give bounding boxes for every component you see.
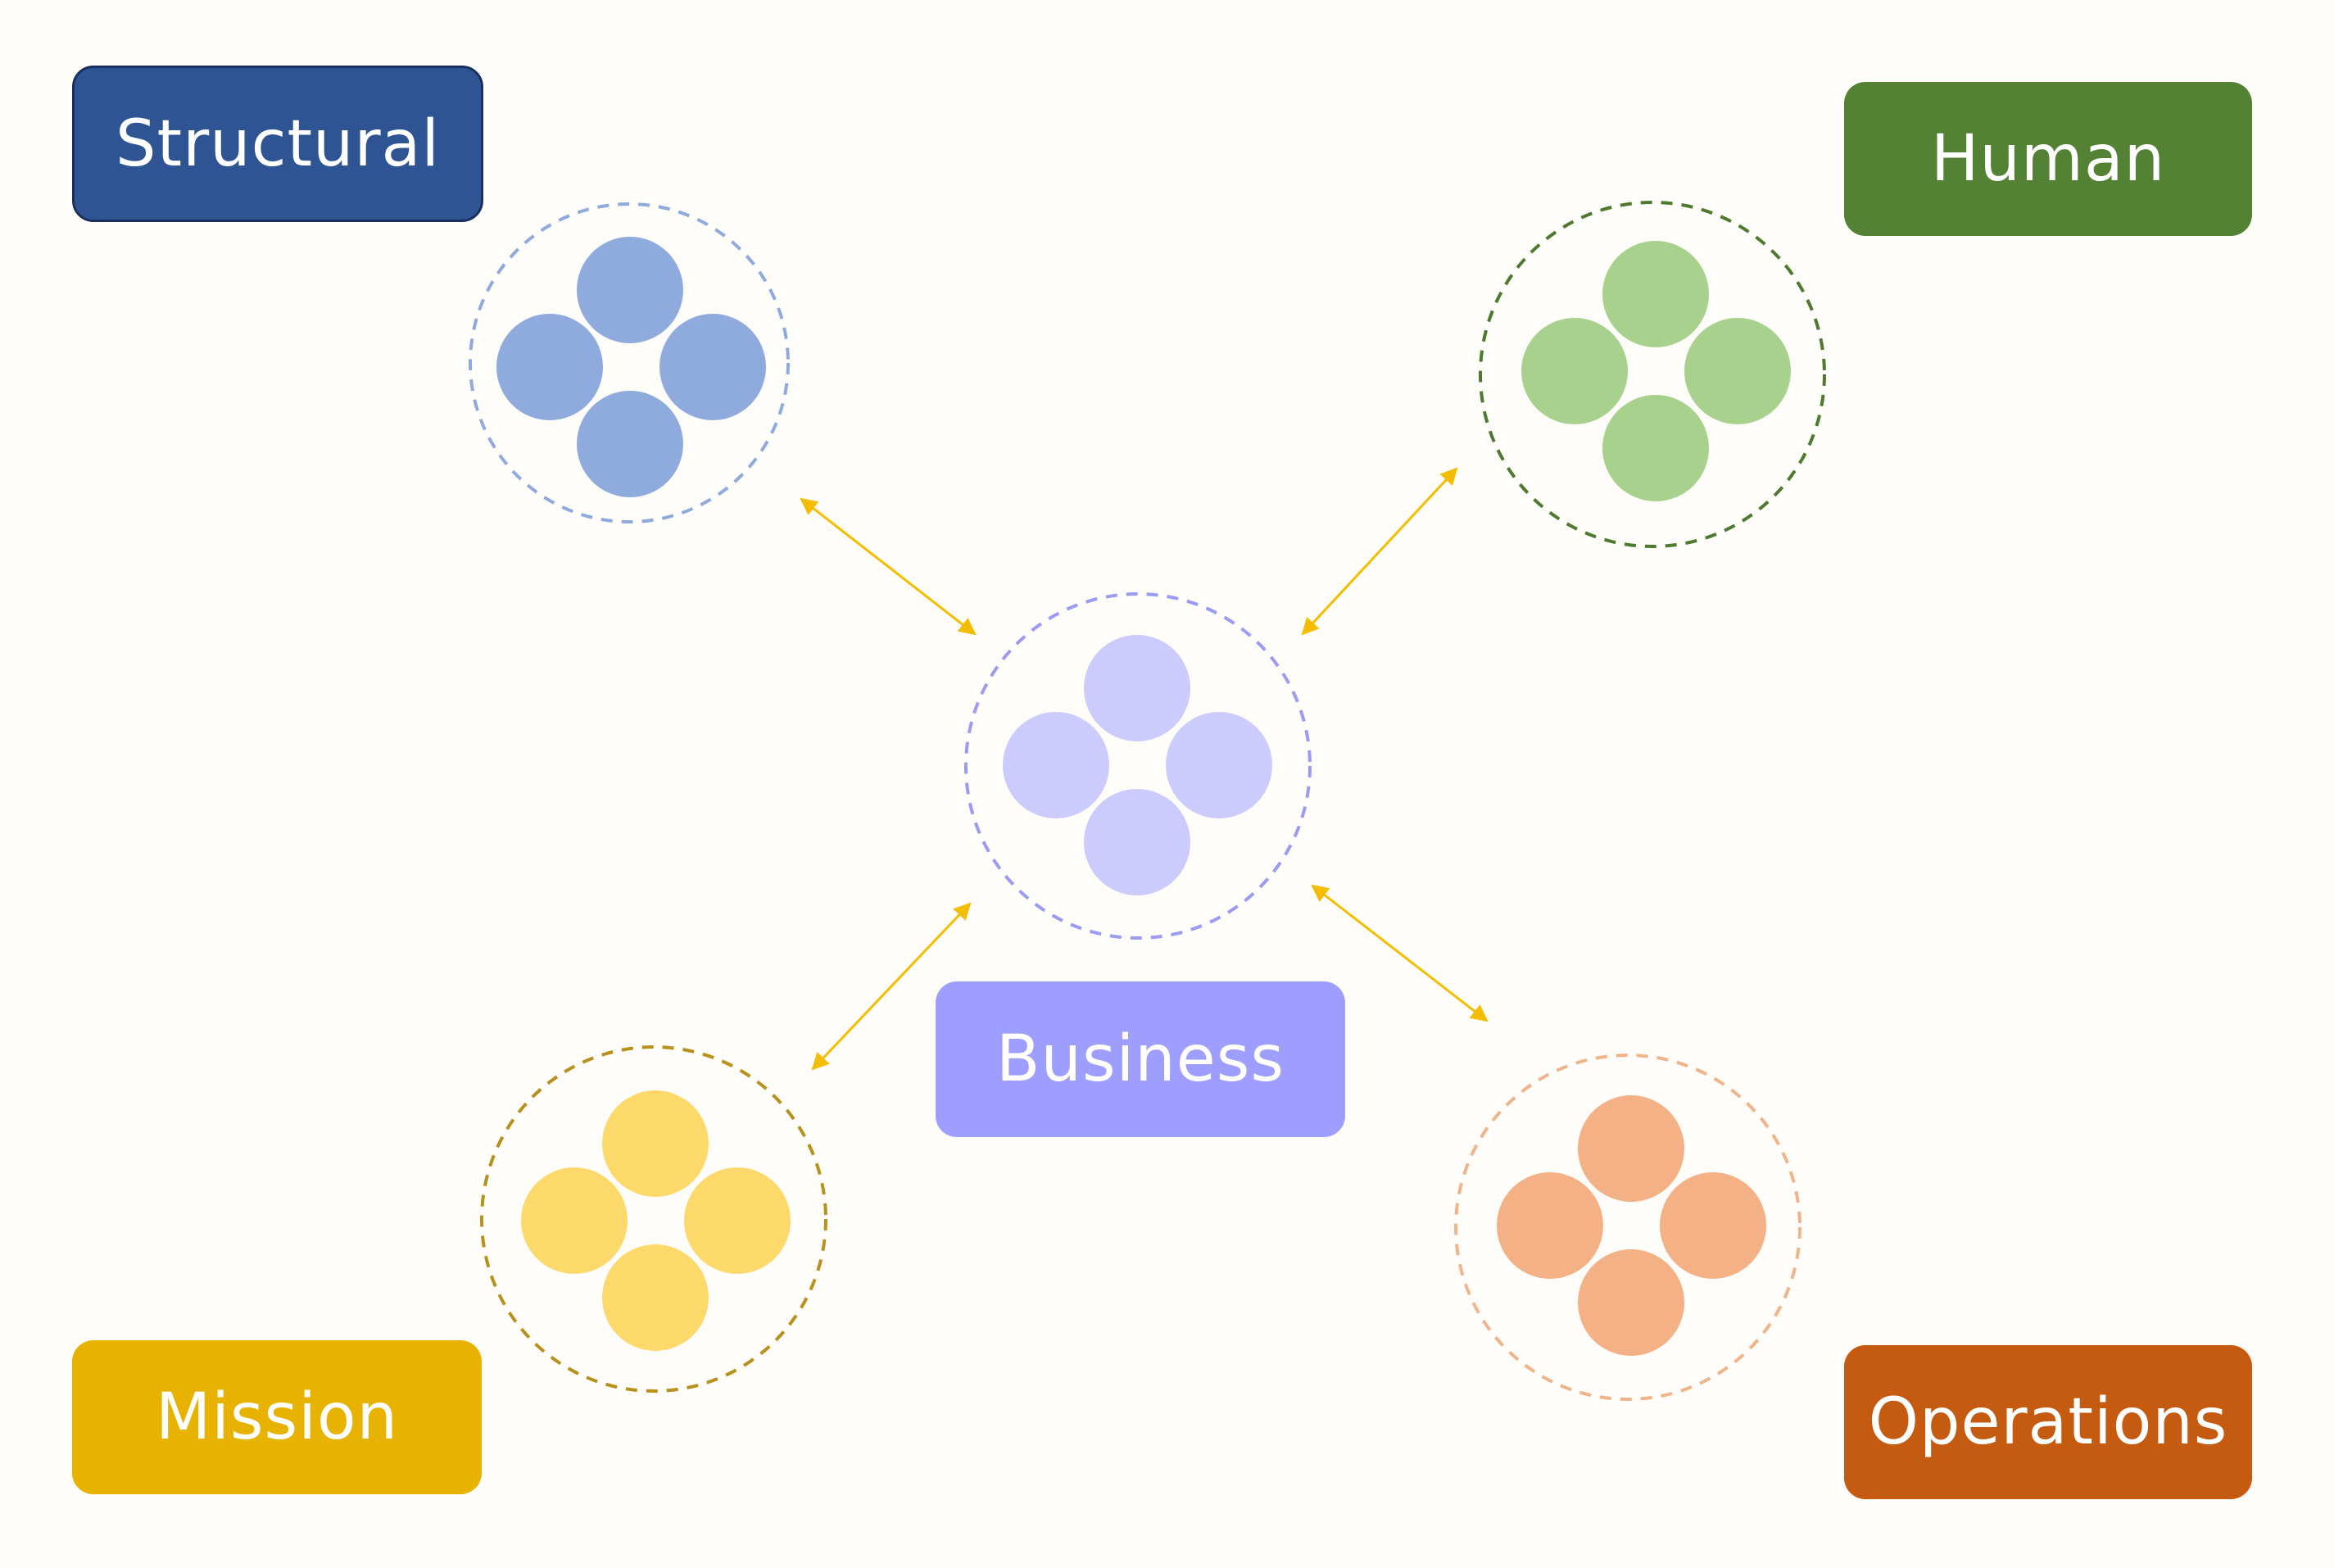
dot-bottom bbox=[1602, 395, 1709, 501]
label-business: Business bbox=[996, 1022, 1285, 1096]
connections bbox=[800, 467, 1489, 1071]
cluster-human bbox=[1479, 201, 1826, 548]
dot-right bbox=[1660, 1172, 1766, 1279]
dot-top bbox=[1602, 241, 1709, 347]
dot-left bbox=[1003, 712, 1109, 818]
dot-right bbox=[1166, 712, 1272, 818]
connector-mission-business bbox=[811, 902, 972, 1071]
dot-top bbox=[1578, 1095, 1684, 1202]
label-box-business: Business bbox=[936, 981, 1345, 1137]
dot-top bbox=[602, 1090, 709, 1197]
label-box-structural: Structural bbox=[72, 66, 483, 222]
dot-right bbox=[1684, 318, 1791, 424]
connector-structural-business bbox=[800, 497, 977, 636]
dot-left bbox=[1497, 1172, 1603, 1279]
cluster-ring-mission bbox=[480, 1045, 827, 1393]
dot-left bbox=[496, 314, 603, 420]
label-box-human: Human bbox=[1844, 82, 2252, 236]
dot-left bbox=[1521, 318, 1628, 424]
cluster-business bbox=[964, 592, 1312, 940]
cluster-ring-human bbox=[1479, 201, 1826, 548]
cluster-ring-business bbox=[964, 592, 1312, 940]
dot-left bbox=[521, 1167, 628, 1274]
label-box-mission: Mission bbox=[72, 1340, 482, 1494]
cluster-mission bbox=[480, 1045, 827, 1393]
dot-bottom bbox=[577, 391, 683, 497]
label-box-operations: Operations bbox=[1844, 1345, 2252, 1499]
cluster-ring-operations bbox=[1454, 1054, 1801, 1401]
cluster-ring-structural bbox=[469, 202, 790, 523]
connector-operations-business bbox=[1311, 884, 1489, 1022]
label-mission: Mission bbox=[155, 1380, 399, 1454]
dot-bottom bbox=[1578, 1249, 1684, 1356]
cluster-operations bbox=[1454, 1054, 1801, 1401]
dot-bottom bbox=[602, 1244, 709, 1351]
label-human: Human bbox=[1930, 122, 2166, 196]
cluster-structural bbox=[469, 202, 790, 523]
connector-human-business bbox=[1301, 467, 1458, 636]
dot-top bbox=[577, 237, 683, 343]
label-operations: Operations bbox=[1868, 1385, 2228, 1459]
dot-top bbox=[1084, 635, 1190, 741]
label-structural: Structural bbox=[115, 106, 441, 181]
dot-bottom bbox=[1084, 789, 1190, 895]
dot-right bbox=[659, 314, 766, 420]
dot-right bbox=[684, 1167, 791, 1274]
